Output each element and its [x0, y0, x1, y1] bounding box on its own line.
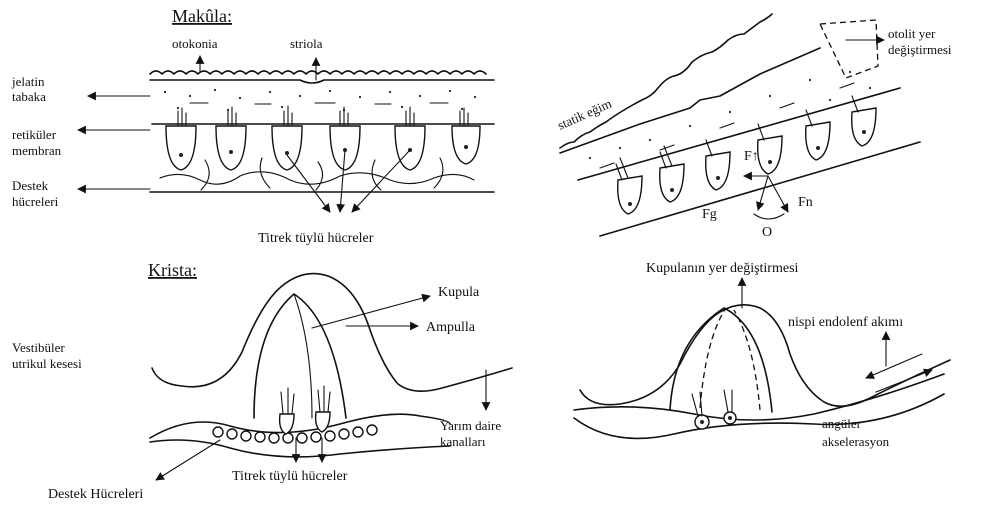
tilted-otoconia	[560, 14, 772, 148]
hair-cells	[166, 126, 480, 170]
label-vestibuler-1: Vestibüler	[12, 340, 65, 355]
label-vestibuler-2: utrikul kesesi	[12, 356, 82, 371]
displaced-cupula	[670, 308, 772, 412]
label-statik: statik eğim	[555, 96, 614, 133]
crista-displaced-panel: Kupulanın yer değiştirmesi nispi endolen…	[574, 261, 950, 449]
macula-heading: Makûla:	[172, 6, 232, 26]
label-angular-1: angüler	[822, 416, 862, 431]
label-otolit-1: otolit yer	[888, 26, 936, 41]
label-nispi: nispi endolenf akımı	[788, 315, 903, 330]
label-striola: striola	[290, 36, 323, 51]
label-crista-destek: Destek Hücreleri	[48, 487, 143, 502]
label-ft: F↑	[744, 149, 759, 164]
label-otokonia: otokonia	[172, 36, 218, 51]
label-yarim-1: Yarım daire	[440, 418, 501, 433]
label-retikuler-2: membran	[12, 143, 62, 158]
label-yarim-2: kanalları	[440, 434, 486, 449]
label-fn: Fn	[798, 195, 813, 210]
macula-panel: Makûla: otokonia striola jelatin tabaka …	[11, 6, 494, 246]
label-macula-titrek: Titrek tüylü hücreler	[258, 231, 374, 246]
label-kupula: Kupula	[438, 285, 480, 300]
label-otolit-2: değiştirmesi	[888, 42, 952, 57]
label-o: O	[762, 225, 772, 240]
crista-heading: Krista:	[148, 260, 197, 280]
macula-tilt-panel: otolit yer değiştirmesi statik eğim F↑ F…	[555, 14, 952, 240]
label-destek-2: hücreleri	[12, 194, 59, 209]
label-angular-2: akselerasyon	[822, 434, 890, 449]
otolith-displacement-box	[820, 20, 878, 78]
label-jelatin-2: tabaka	[12, 89, 46, 104]
label-kupula-yer: Kupulanın yer değiştirmesi	[646, 261, 799, 276]
label-destek-1: Destek	[12, 178, 49, 193]
crista-hair-cells	[280, 386, 330, 434]
label-fg: Fg	[702, 207, 717, 222]
label-crista-titrek: Titrek tüylü hücreler	[232, 469, 348, 484]
gelatin-layer	[164, 89, 476, 111]
crista-panel: Krista: Kupula Ampulla Vestibüler utriku…	[12, 260, 512, 502]
label-ampulla: Ampulla	[426, 320, 476, 335]
label-jelatin-1: jelatin	[11, 74, 45, 89]
label-retikuler-1: retiküler	[12, 127, 57, 142]
